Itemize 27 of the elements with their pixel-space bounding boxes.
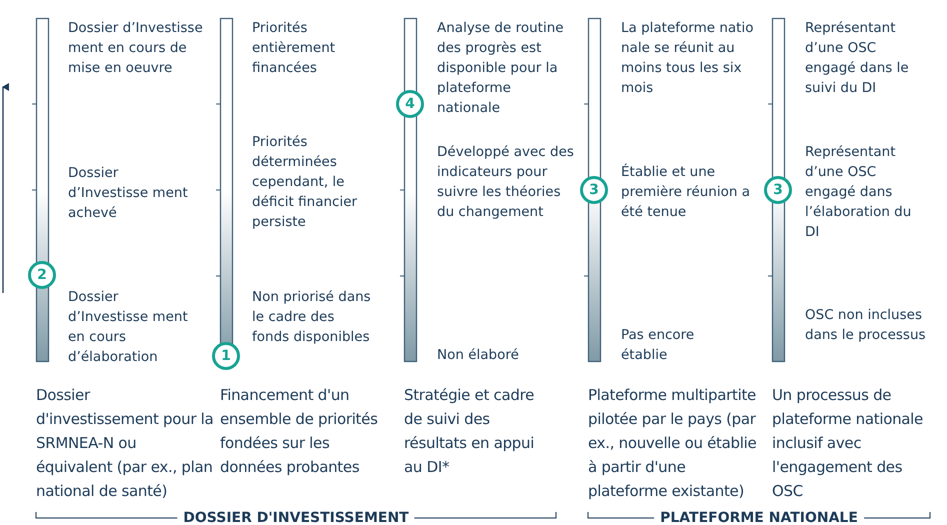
callout-number: 4 [396,90,424,118]
level-description: Dossier d’Investisse ment en cours d’élaboration [68,288,189,367]
level-description: Dossier d’Investisse ment achevé [68,164,189,223]
section-heading: DOSSIER D'INVESTISSEMENT [177,510,415,525]
level-description: Établie et une première réunion a été tenue [621,162,751,222]
level-description: Analyse de routine des progrès est disponible pour la plateforme nationale [437,19,565,118]
column-caption: Plateforme multipartite pilotée par le pays (par ex., nouvelle ou établie à partir d'une plateforme existante) [588,385,758,502]
section-heading: PLATEFORME NATIONALE [654,510,864,525]
level-description: Représentant d’une OSC engagé dans le suivi du DI [805,19,910,98]
level-description: Représentant d’une OSC engagé dans l’élaboration du DI [805,143,912,242]
callout-number: 1 [212,342,240,370]
level-description: Non élaboré [437,346,520,365]
level-description: Priorités entièrement financées [252,19,336,78]
column-caption: Stratégie et cadre de suivi des résultats en appui au DI* [404,385,536,478]
callout-number: 3 [764,176,792,204]
callout-number: 3 [580,176,608,204]
callout-number: 2 [28,261,56,289]
level-description: Priorités déterminées cependant, le déficit financier persiste [252,133,358,232]
level-description: Pas encore établie [621,326,696,365]
level-description: OSC non incluses dans le processus [805,306,927,345]
column-caption: Un processus de plateforme nationale inclusif avec l'engagement des OSC [772,385,924,502]
level-description: Développé avec des indicateurs pour suivre les théories du changement [437,143,575,222]
column-caption: Financement d'un ensemble de priorités fondées sur les données probantes [220,385,379,478]
level-description: Dossier d’Investisse ment en cours de mise en oeuvre [68,19,204,78]
column-caption: Dossier d'investissement pour la SRMNEA-N ou équivalent (par ex., plan national de santé) [36,385,214,502]
level-description: La plateforme natio nale se réunit au moins tous les six mois [621,19,754,98]
level-description: Non priorisé dans le cadre des fonds disponibles [252,288,372,347]
